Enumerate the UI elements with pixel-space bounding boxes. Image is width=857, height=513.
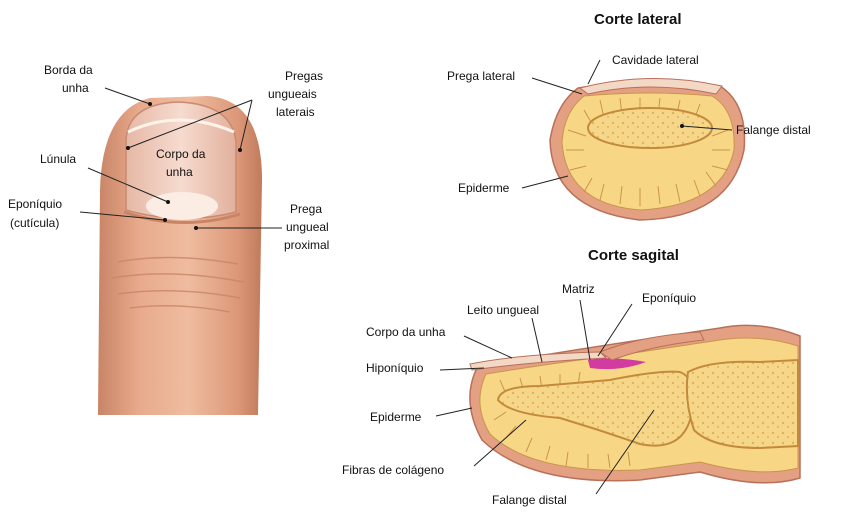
label-prega-lateral: Prega lateral [447,69,515,83]
label-pregas-line2: ungueais [268,87,317,101]
label-corpo-line1: Corpo da [156,147,206,161]
label-borda-line1: Borda da [44,63,93,77]
label-leito-ungueal: Leito ungueal [467,303,539,317]
label-epiderme-sagital: Epiderme [370,410,422,424]
label-cavidade-lateral: Cavidade lateral [612,53,699,67]
label-borda-line2: unha [62,81,89,95]
label-falange-distal-sagital: Falange distal [492,493,567,507]
label-fibras-de-colageno: Fibras de colágeno [342,463,444,477]
finger-illustration [98,96,262,415]
label-lunula: Lúnula [40,152,76,166]
title-corte-lateral: Corte lateral [594,11,682,28]
label-hiponiquio: Hiponíquio [366,361,424,375]
label-corpo-line2: unha [166,165,193,179]
label-pregas-line3: laterais [276,105,315,119]
label-prega-proximal-line3: proximal [284,238,329,252]
label-eponiquio-line2: (cutícula) [10,216,59,230]
title-corte-sagital: Corte sagital [588,247,679,264]
sagittal-section [470,325,800,482]
label-eponiquio-sagital: Eponíquio [642,291,696,305]
label-falange-distal-lateral: Falange distal [736,123,811,137]
lunula-shape [146,192,218,220]
label-matriz: Matriz [562,282,595,296]
label-eponiquio-line1: Eponíquio [8,197,62,211]
label-prega-proximal-line1: Prega [290,202,322,216]
label-corpo-da-unha-sagital: Corpo da unha [366,325,446,339]
lateral-bone [588,108,712,148]
label-epiderme-lateral: Epiderme [458,181,510,195]
sagittal-bone-middle [687,360,798,448]
lateral-section [550,78,745,220]
label-pregas-line1: Pregas [285,69,323,83]
label-prega-proximal-line2: ungueal [286,220,329,234]
